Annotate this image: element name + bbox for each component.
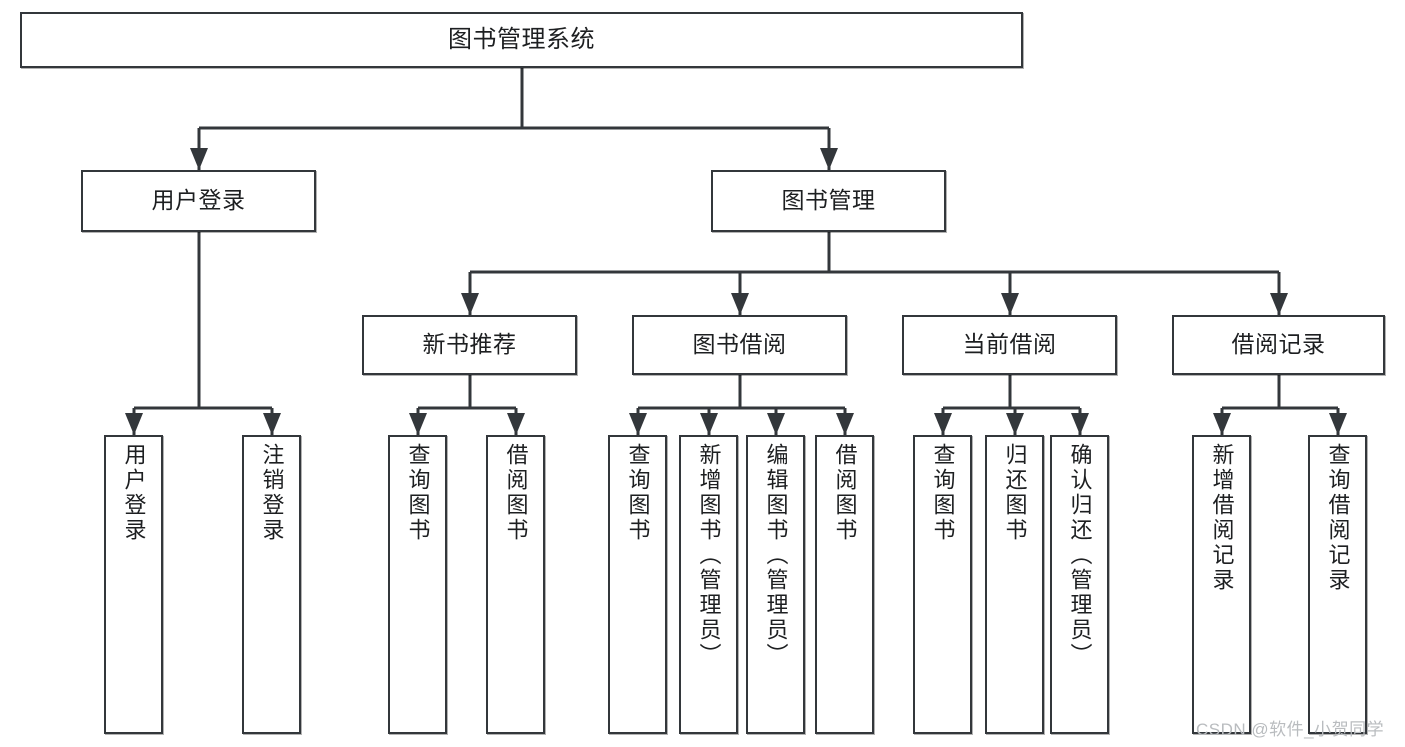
node-new-book-recommend[interactable]: 新书推荐 bbox=[362, 315, 577, 375]
edge-login-leaves-arrow-leaf-user-logout bbox=[263, 413, 281, 435]
node-leaf-query-book-new[interactable]: 查询图书 bbox=[388, 435, 447, 734]
node-leaf-add-record[interactable]: 新增借阅记录 bbox=[1192, 435, 1251, 734]
edge-manage-to-level3-arrow-new-book-recommend bbox=[461, 293, 479, 315]
node-label-book-manage: 图书管理 bbox=[781, 187, 876, 214]
node-label-new-book-recommend: 新书推荐 bbox=[422, 331, 517, 358]
node-label-root: 图书管理系统 bbox=[448, 25, 595, 53]
node-label-leaf-query-book-new: 查询图书 bbox=[405, 443, 431, 543]
node-label-leaf-query-book-borrow: 查询图书 bbox=[625, 443, 651, 543]
node-label-leaf-user-login: 用户登录 bbox=[121, 443, 147, 543]
node-label-leaf-user-logout: 注销登录 bbox=[259, 443, 285, 543]
node-book-borrow[interactable]: 图书借阅 bbox=[632, 315, 847, 375]
edge-recommend-leaves-arrow-leaf-borrow-book-new bbox=[507, 413, 525, 435]
edge-current-leaves-arrow-leaf-return-book bbox=[1006, 413, 1024, 435]
node-label-user-login: 用户登录 bbox=[151, 187, 246, 214]
node-label-leaf-borrow-book: 借阅图书 bbox=[832, 443, 858, 543]
edge-manage-to-level3-arrow-borrow-record bbox=[1270, 293, 1288, 315]
node-leaf-edit-book[interactable]: 编辑图书（管理员） bbox=[746, 435, 805, 734]
node-label-current-borrow: 当前借阅 bbox=[962, 331, 1057, 358]
csdn-watermark: CSDN @软件_小贺同学 bbox=[1196, 720, 1385, 739]
edge-current-leaves-arrow-leaf-query-book-current bbox=[934, 413, 952, 435]
node-leaf-add-book[interactable]: 新增图书（管理员） bbox=[679, 435, 738, 734]
edge-manage-to-level3-arrow-current-borrow bbox=[1001, 293, 1019, 315]
edge-borrow-leaves-arrow-leaf-add-book bbox=[700, 413, 718, 435]
node-label-leaf-query-record: 查询借阅记录 bbox=[1325, 443, 1351, 593]
node-leaf-user-login[interactable]: 用户登录 bbox=[104, 435, 163, 734]
edge-manage-to-level3-arrow-book-borrow bbox=[731, 293, 749, 315]
node-leaf-confirm-return[interactable]: 确认归还（管理员） bbox=[1050, 435, 1109, 734]
edge-record-leaves-arrow-leaf-query-record bbox=[1329, 413, 1347, 435]
node-label-leaf-edit-book: 编辑图书（管理员） bbox=[763, 443, 789, 668]
node-leaf-return-book[interactable]: 归还图书 bbox=[985, 435, 1044, 734]
edge-root-to-level2-arrow-book-manage bbox=[820, 148, 838, 170]
node-label-book-borrow: 图书借阅 bbox=[692, 331, 787, 358]
node-label-leaf-add-record: 新增借阅记录 bbox=[1209, 443, 1235, 593]
node-current-borrow[interactable]: 当前借阅 bbox=[902, 315, 1117, 375]
edge-root-to-level2-arrow-user-login bbox=[190, 148, 208, 170]
edge-login-leaves-arrow-leaf-user-login bbox=[125, 413, 143, 435]
node-leaf-query-book-borrow[interactable]: 查询图书 bbox=[608, 435, 667, 734]
node-book-manage[interactable]: 图书管理 bbox=[711, 170, 946, 232]
node-leaf-query-book-current[interactable]: 查询图书 bbox=[913, 435, 972, 734]
node-leaf-borrow-book-new[interactable]: 借阅图书 bbox=[486, 435, 545, 734]
node-label-leaf-confirm-return: 确认归还（管理员） bbox=[1067, 443, 1093, 668]
node-root[interactable]: 图书管理系统 bbox=[20, 12, 1023, 68]
edge-recommend-leaves-arrow-leaf-query-book-new bbox=[409, 413, 427, 435]
edge-borrow-leaves-arrow-leaf-edit-book bbox=[767, 413, 785, 435]
node-leaf-borrow-book[interactable]: 借阅图书 bbox=[815, 435, 874, 734]
edge-record-leaves-arrow-leaf-add-record bbox=[1213, 413, 1231, 435]
edge-current-leaves-arrow-leaf-confirm-return bbox=[1071, 413, 1089, 435]
edge-borrow-leaves-arrow-leaf-borrow-book bbox=[836, 413, 854, 435]
node-leaf-user-logout[interactable]: 注销登录 bbox=[242, 435, 301, 734]
node-label-leaf-return-book: 归还图书 bbox=[1002, 443, 1028, 543]
node-label-borrow-record: 借阅记录 bbox=[1231, 331, 1326, 358]
edge-borrow-leaves-arrow-leaf-query-book-borrow bbox=[629, 413, 647, 435]
node-borrow-record[interactable]: 借阅记录 bbox=[1172, 315, 1385, 375]
node-label-leaf-query-book-current: 查询图书 bbox=[930, 443, 956, 543]
node-label-leaf-borrow-book-new: 借阅图书 bbox=[503, 443, 529, 543]
node-user-login[interactable]: 用户登录 bbox=[81, 170, 316, 232]
node-label-leaf-add-book: 新增图书（管理员） bbox=[696, 443, 722, 668]
node-leaf-query-record[interactable]: 查询借阅记录 bbox=[1308, 435, 1367, 734]
